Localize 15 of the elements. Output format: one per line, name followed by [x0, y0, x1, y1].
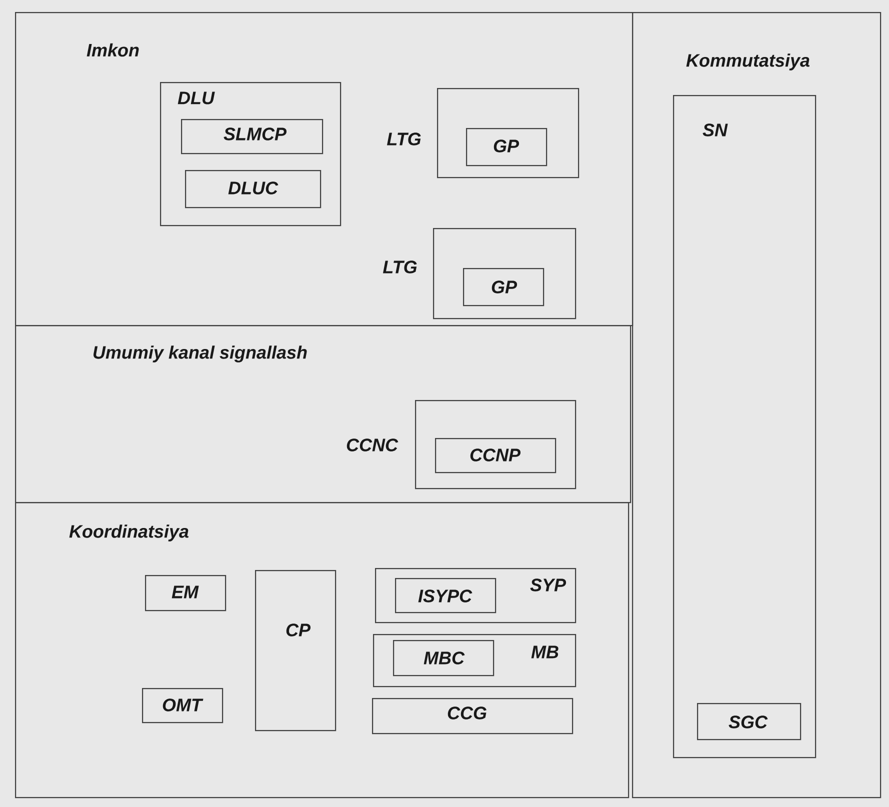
block-box: SGC: [697, 703, 802, 740]
block-box: OMT: [142, 688, 224, 724]
node-label: CCNC: [346, 438, 398, 452]
block-box: SLMCP: [181, 119, 324, 154]
block-box: MBC: [393, 640, 494, 676]
block-box: ISYPC: [395, 578, 496, 614]
block-box: CCNP: [435, 438, 556, 474]
block-box: GP: [463, 268, 544, 306]
node-label: LTG: [386, 132, 421, 146]
block-box: DLUC: [185, 170, 322, 208]
block-box: CP: [255, 570, 336, 732]
block-box: EM: [145, 575, 226, 612]
node-label: LTG: [382, 260, 417, 274]
block-box: CCG: [372, 698, 574, 734]
block-box: GP: [466, 128, 548, 166]
